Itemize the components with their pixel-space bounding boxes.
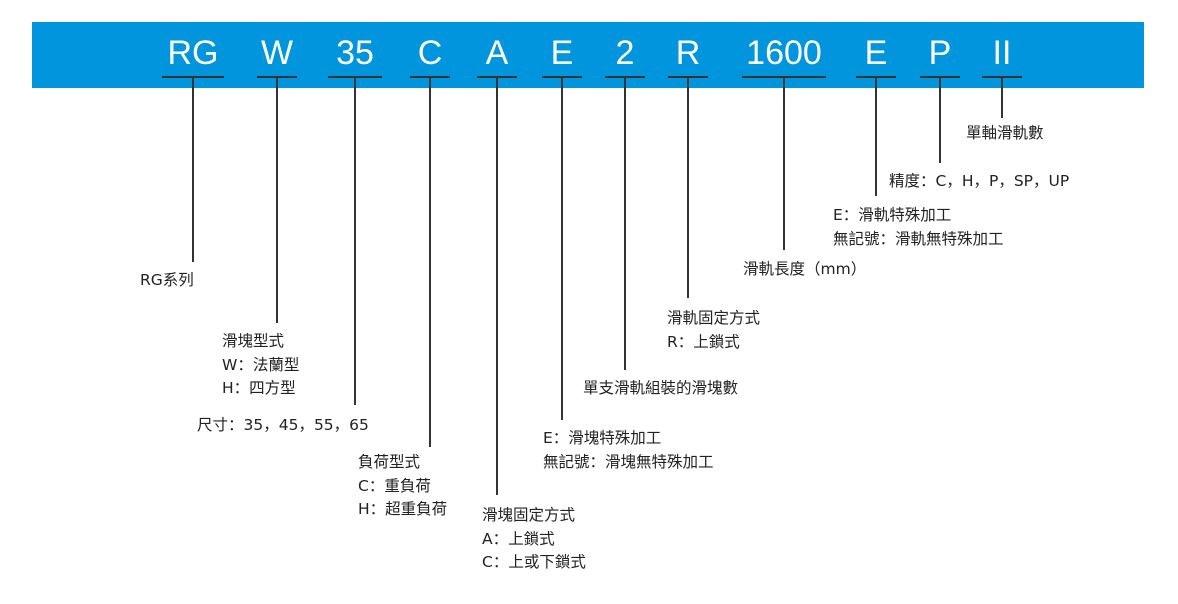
label-rail-special: 無記號：滑軌無特殊加工	[833, 229, 1004, 248]
label-series: RG系列	[140, 271, 194, 289]
label-block-type: H：四方型	[222, 379, 296, 397]
label-rail-length: 滑軌長度（mm）	[743, 260, 867, 278]
label-load-type: 負荷型式	[358, 453, 421, 471]
label-block-special: 無記號：滑塊無特殊加工	[543, 452, 714, 471]
label-block-type: W：法蘭型	[222, 355, 300, 374]
code-segment-rails_per_axis: II	[992, 34, 1012, 72]
code-segment-block_type: W	[260, 34, 294, 72]
label-block-special: E：滑塊特殊加工	[543, 429, 662, 447]
leader-line	[1001, 77, 1003, 118]
code-segment-rail_special: E	[864, 34, 888, 72]
code-segment-blocks_per_rail: 2	[615, 34, 635, 72]
code-segment-rail_length: 1600	[746, 34, 822, 72]
label-block-mount: C：上或下鎖式	[482, 553, 586, 571]
label-precision: 精度：C，H，P，SP，UP	[889, 172, 1070, 190]
leader-line	[496, 77, 498, 495]
leader-line	[687, 77, 689, 298]
label-load-type: C：重負荷	[358, 476, 431, 495]
leader-line	[429, 77, 431, 447]
leader-line	[354, 77, 356, 405]
code-segment-block_special: E	[550, 34, 574, 72]
label-rail-mount: 滑軌固定方式	[667, 309, 761, 327]
label-blocks-per-rail: 單支滑軌組裝的滑塊數	[583, 379, 739, 397]
leader-line	[276, 77, 278, 323]
leader-line	[192, 77, 194, 262]
label-rails-per-axis: 單軸滑軌數	[966, 124, 1044, 142]
label-block-type: 滑塊型式	[222, 332, 285, 350]
leader-line	[783, 77, 785, 250]
leader-line	[624, 77, 626, 370]
code-segment-size: 35	[336, 34, 374, 72]
label-size: 尺寸：35，45，55，65	[197, 416, 369, 434]
label-load-type: H：超重負荷	[358, 500, 448, 518]
code-segment-rail_mount: R	[675, 34, 701, 72]
code-segment-block_mount: A	[485, 34, 509, 72]
label-rail-mount: R：上鎖式	[667, 332, 740, 351]
code-segment-precision: P	[928, 34, 952, 72]
leader-line	[561, 77, 563, 420]
leader-line	[875, 77, 877, 196]
label-block-mount: 滑塊固定方式	[482, 506, 576, 524]
leader-line	[939, 77, 941, 163]
label-block-mount: A：上鎖式	[482, 529, 555, 548]
code-segment-load_type: C	[417, 34, 443, 72]
label-rail-special: E：滑軌特殊加工	[833, 206, 952, 224]
code-segment-series: RG	[167, 34, 219, 72]
